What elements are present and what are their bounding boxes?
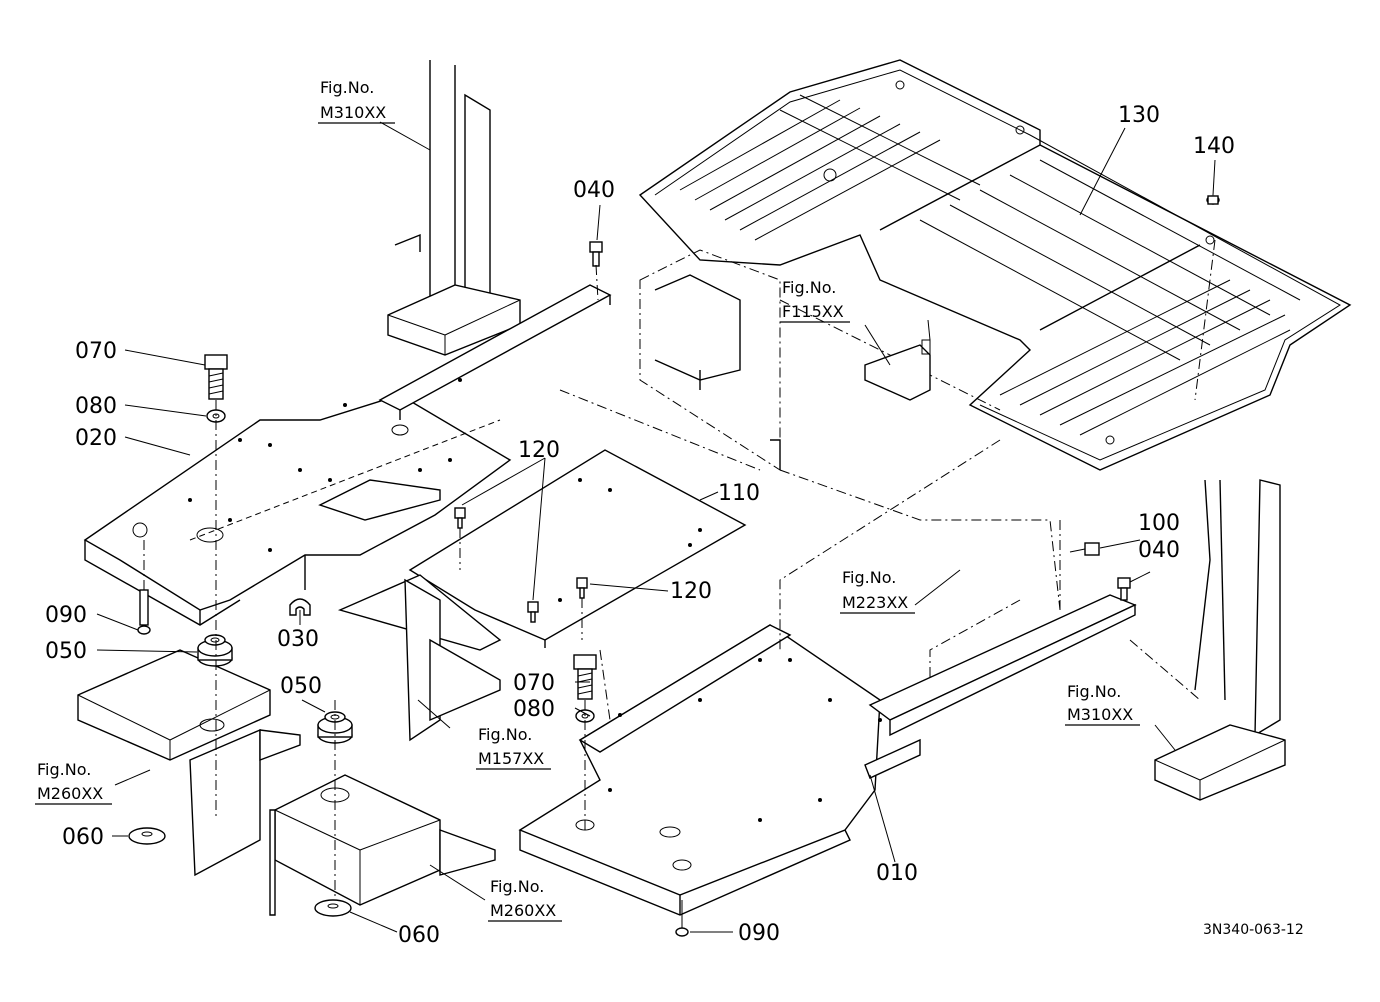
washer-part-060-left (128, 827, 166, 845)
part-label: 060 (62, 825, 104, 850)
svg-text:Fig.No.: Fig.No. (320, 78, 374, 97)
cab-frame-outline (559, 239, 1216, 721)
part-label: 090 (45, 603, 87, 628)
plug-part-140 (1206, 195, 1220, 205)
fig-ref-m310-right: Fig.No. M310XX (1065, 682, 1140, 726)
svg-text:F115XX: F115XX (782, 302, 844, 321)
bolt-part-090-left (137, 589, 151, 635)
fig-ref-m310-top: Fig.No. M310XX (318, 78, 395, 124)
part-label: 050 (45, 639, 87, 664)
part-label: 130 (1118, 103, 1160, 128)
rubber-mount-part-050-center (317, 711, 353, 744)
svg-text:M260XX: M260XX (37, 784, 103, 803)
clip-part-030 (289, 598, 311, 616)
svg-text:Fig.No.: Fig.No. (478, 725, 532, 744)
part-number-labels: 070 080 020 090 050 060 050 030 060 040 … (45, 103, 1235, 948)
fig-ref-m157: Fig.No. M157XX (476, 725, 551, 770)
bolt-part-120-b (527, 601, 539, 623)
assembly-axis-lines (143, 264, 599, 900)
part-label: 110 (718, 481, 760, 506)
fig-ref-m260-center: Fig.No. M260XX (488, 877, 562, 922)
part-label: 090 (738, 921, 780, 946)
rubber-mount-part-050-left (197, 634, 233, 667)
bolt-part-040-right (1117, 577, 1131, 601)
bolt-part-090-right (675, 900, 689, 937)
svg-text:M310XX: M310XX (320, 103, 386, 122)
part-label: 040 (573, 178, 615, 203)
part-label: 100 (1138, 511, 1180, 536)
floor-plate-right-part-010 (518, 594, 1137, 916)
part-label: 080 (75, 394, 117, 419)
part-label: 050 (280, 674, 322, 699)
bracket-f115 (864, 319, 931, 401)
floor-mat-part-130 (638, 59, 1352, 471)
part-label: 070 (513, 671, 555, 696)
svg-text:Fig.No.: Fig.No. (490, 877, 544, 896)
mount-bracket-left (77, 649, 301, 877)
svg-text:M157XX: M157XX (478, 749, 544, 768)
part-label: 030 (277, 627, 319, 652)
fig-ref-m260-left: Fig.No. M260XX (35, 760, 112, 805)
rops-post-right (1154, 479, 1286, 801)
part-label: 040 (1138, 538, 1180, 563)
mount-bracket-center (269, 774, 496, 916)
svg-text:M223XX: M223XX (842, 593, 908, 612)
svg-text:Fig.No.: Fig.No. (842, 568, 896, 587)
bolt-part-070-right (573, 654, 597, 700)
washer-part-060-center (314, 899, 352, 917)
fig-ref-m223: Fig.No. M223XX (840, 568, 915, 614)
bolt-part-040-top (589, 241, 603, 267)
svg-text:Fig.No.: Fig.No. (37, 760, 91, 779)
svg-text:Fig.No.: Fig.No. (1067, 682, 1121, 701)
part-label: 140 (1193, 134, 1235, 159)
leader-lines (96, 121, 1216, 933)
svg-text:M260XX: M260XX (490, 901, 556, 920)
part-label: 070 (75, 339, 117, 364)
frame-panel (654, 274, 781, 470)
part-label: 010 (876, 861, 918, 886)
part-label: 120 (670, 579, 712, 604)
part-label: 020 (75, 426, 117, 451)
part-label: 080 (513, 697, 555, 722)
figure-reference-labels: Fig.No. M310XX Fig.No. F115XX Fig.No. M2… (35, 78, 1140, 922)
bracket-panel (318, 479, 502, 742)
step-plate-part-110 (408, 449, 747, 648)
svg-text:M310XX: M310XX (1067, 705, 1133, 724)
part-label: 120 (518, 438, 560, 463)
bolt-part-120-a (454, 507, 466, 529)
part-label: 060 (398, 923, 440, 948)
drawing-code: 3N340-063-12 (1203, 922, 1304, 938)
floor-plate-left-part-020 (83, 284, 612, 626)
bolt-part-100 (1069, 542, 1100, 556)
rops-post-left (387, 60, 521, 356)
fig-ref-f115: Fig.No. F115XX (780, 278, 850, 323)
bolt-part-070-left (204, 354, 228, 400)
svg-text:Fig.No.: Fig.No. (782, 278, 836, 297)
